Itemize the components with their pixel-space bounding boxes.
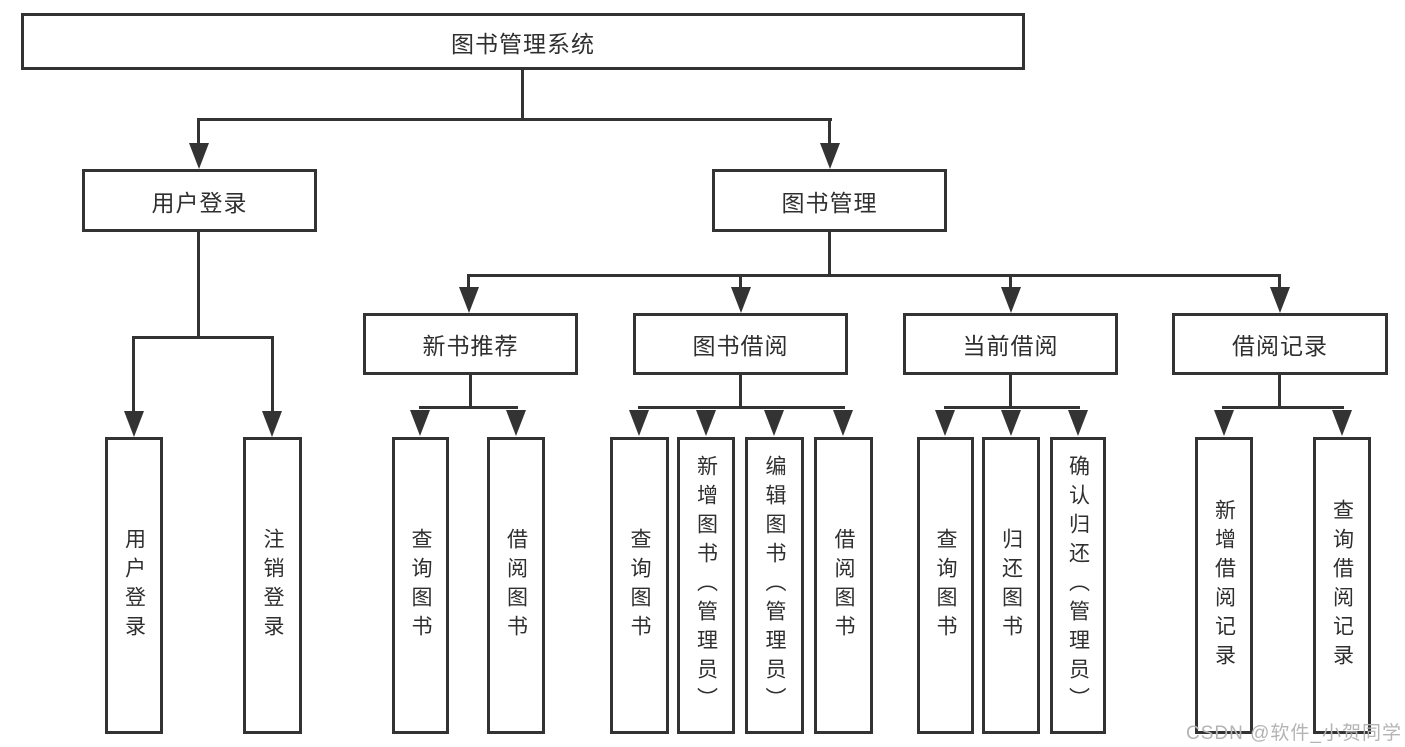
arrow-down-icon bbox=[1001, 410, 1021, 436]
arrow-down-icon bbox=[833, 410, 853, 436]
node-leaf-logout: 注销登录 bbox=[243, 437, 302, 734]
arrow-down-icon bbox=[1270, 287, 1290, 313]
node-current-borrowing: 当前借阅 bbox=[903, 313, 1118, 375]
arrow-down-icon bbox=[410, 410, 430, 436]
connector-stem bbox=[1278, 274, 1281, 290]
node-label: 图书借阅 bbox=[692, 333, 789, 359]
connector-stem bbox=[739, 375, 742, 408]
node-label: 查询借阅记录 bbox=[1330, 498, 1354, 673]
node-library-management-system: 图书管理系统 bbox=[21, 13, 1025, 70]
arrow-down-icon bbox=[506, 410, 526, 436]
connector-split bbox=[132, 336, 274, 339]
connector-split bbox=[944, 406, 1080, 409]
arrow-down-icon bbox=[262, 411, 282, 437]
node-label: 用户登录 bbox=[151, 189, 248, 216]
connector-stem bbox=[469, 375, 472, 408]
connector-split bbox=[419, 406, 518, 409]
arrow-down-icon bbox=[731, 287, 751, 313]
arrow-down-icon bbox=[124, 411, 144, 437]
node-leaf-user-login: 用户登录 bbox=[105, 437, 163, 734]
node-leaf-search-borrow-record: 查询借阅记录 bbox=[1313, 437, 1371, 734]
node-book-borrowing: 图书借阅 bbox=[633, 313, 848, 375]
connector-stem bbox=[1009, 274, 1012, 290]
node-leaf-confirm-return-admin: 确认归还（管理员） bbox=[1050, 437, 1106, 734]
node-label: 图书管理 bbox=[781, 189, 878, 216]
arrow-down-icon bbox=[764, 410, 784, 436]
node-leaf-borrow-books: 借阅图书 bbox=[487, 437, 545, 734]
node-label: 确认归还（管理员） bbox=[1066, 455, 1090, 716]
arrow-down-icon bbox=[1214, 410, 1234, 436]
node-leaf-return-books: 归还图书 bbox=[982, 437, 1040, 734]
connector-stem bbox=[197, 118, 200, 146]
node-label: 图书管理系统 bbox=[451, 30, 595, 57]
arrow-down-icon bbox=[1068, 410, 1088, 436]
node-label: 查询图书 bbox=[628, 527, 651, 644]
connector-stem bbox=[828, 232, 831, 276]
connector-stem bbox=[132, 336, 135, 414]
arrow-down-icon bbox=[189, 143, 209, 169]
arrow-down-icon bbox=[629, 410, 649, 436]
node-leaf-add-books-admin: 新增图书（管理员） bbox=[677, 437, 735, 734]
connector-split bbox=[638, 406, 845, 409]
node-label: 注销登录 bbox=[261, 527, 284, 644]
connector-stem bbox=[828, 118, 831, 146]
node-label: 当前借阅 bbox=[962, 333, 1059, 359]
connector-stem bbox=[1278, 375, 1281, 408]
node-label: 借阅图书 bbox=[504, 527, 528, 644]
node-label: 归还图书 bbox=[999, 527, 1023, 644]
connector-stem bbox=[1009, 375, 1012, 408]
node-new-book-recommendation: 新书推荐 bbox=[363, 313, 578, 375]
node-book-management: 图书管理 bbox=[712, 169, 947, 232]
connector-root-stem bbox=[521, 70, 524, 120]
connector-stem bbox=[271, 336, 274, 414]
arrow-down-icon bbox=[1332, 410, 1352, 436]
node-leaf-edit-books-admin: 编辑图书（管理员） bbox=[745, 437, 804, 734]
node-leaf-search-books: 查询图书 bbox=[917, 437, 974, 734]
connector-stem bbox=[739, 274, 742, 290]
connector-split bbox=[1222, 406, 1344, 409]
node-label: 用户登录 bbox=[122, 527, 146, 644]
node-leaf-borrow-books: 借阅图书 bbox=[814, 437, 873, 734]
arrow-down-icon bbox=[459, 287, 479, 313]
node-label: 借阅图书 bbox=[832, 527, 855, 644]
watermark: CSDN @软件_小贺同学 bbox=[1186, 723, 1402, 744]
arrow-down-icon bbox=[820, 143, 840, 169]
arrow-down-icon bbox=[935, 410, 955, 436]
node-label: 新增图书（管理员） bbox=[694, 455, 718, 716]
node-leaf-search-books: 查询图书 bbox=[610, 437, 669, 734]
connector-stem bbox=[467, 274, 470, 290]
node-label: 新增借阅记录 bbox=[1212, 498, 1236, 673]
node-label: 借阅记录 bbox=[1232, 333, 1328, 359]
connector-level3-split bbox=[467, 274, 1281, 277]
node-leaf-add-borrow-record: 新增借阅记录 bbox=[1195, 437, 1253, 734]
node-label: 查询图书 bbox=[409, 527, 432, 644]
arrow-down-icon bbox=[1001, 287, 1021, 313]
arrow-down-icon bbox=[696, 410, 716, 436]
node-label: 查询图书 bbox=[934, 527, 957, 644]
connector-stem bbox=[197, 232, 200, 338]
node-label: 编辑图书（管理员） bbox=[763, 455, 786, 716]
connector-level2-split bbox=[197, 118, 832, 121]
node-user-login: 用户登录 bbox=[82, 169, 317, 232]
node-leaf-search-books: 查询图书 bbox=[392, 437, 449, 734]
node-label: 新书推荐 bbox=[422, 333, 519, 359]
node-borrowing-records: 借阅记录 bbox=[1172, 313, 1388, 375]
